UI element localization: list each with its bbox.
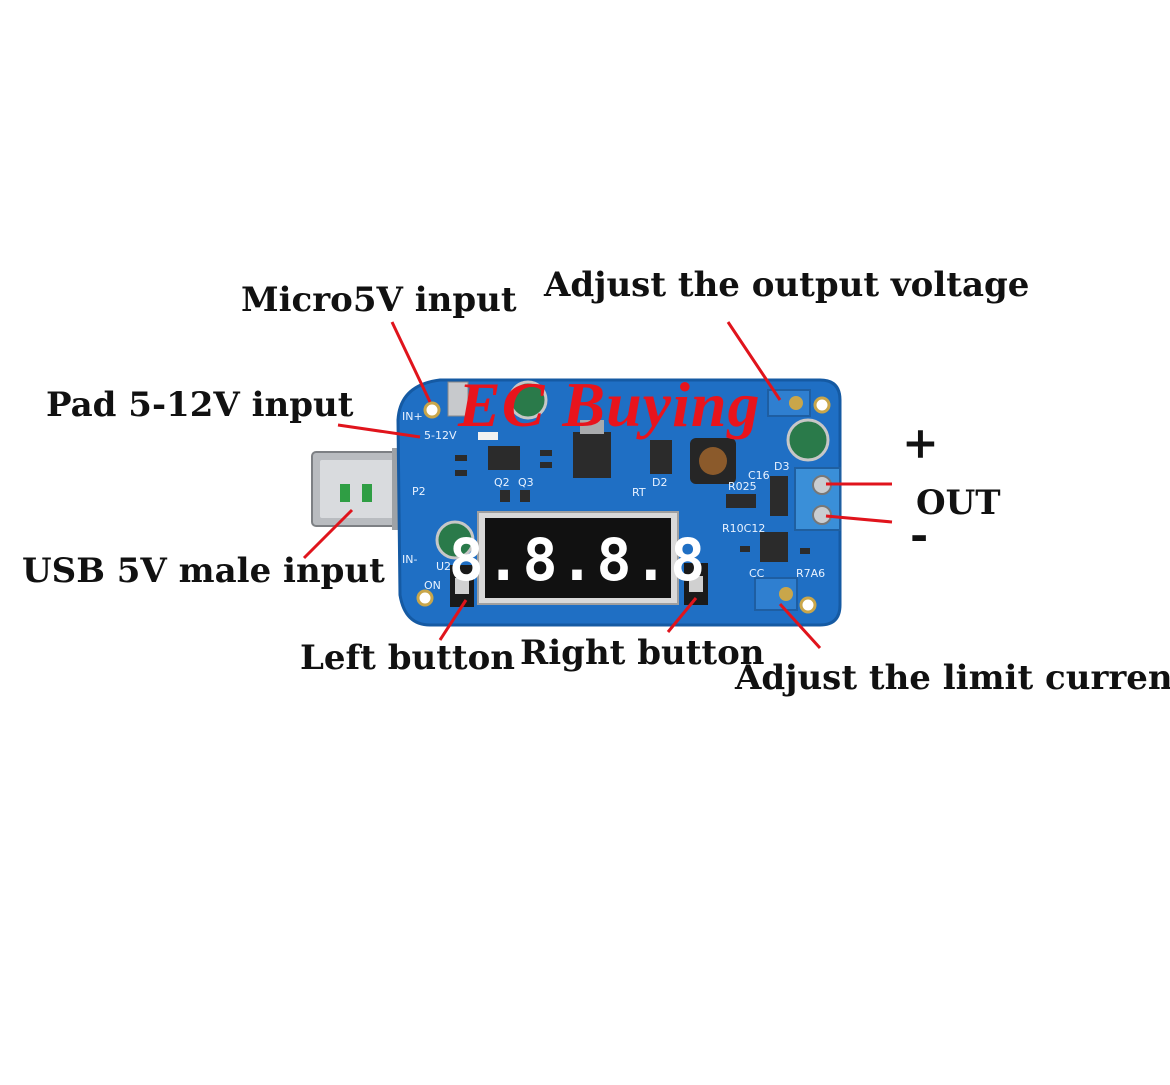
- micro-usb-port: [447, 381, 469, 417]
- silk-r7a6: R7A6: [796, 567, 825, 580]
- arrow-voltage: [726, 321, 782, 401]
- arrow-usb: [302, 508, 354, 560]
- shunt-resistor: [726, 494, 756, 508]
- silk-range: 5-12V: [424, 429, 457, 442]
- arrow-out-minus: [825, 514, 893, 524]
- silk-d2: D2: [652, 476, 667, 489]
- label-plus: +: [902, 418, 939, 469]
- label-adjust-voltage: Adjust the output voltage: [544, 265, 1030, 305]
- capacitor: [786, 418, 830, 462]
- arrow-pad: [337, 423, 421, 439]
- arrow-right-button: [666, 597, 698, 633]
- seven-segment-display: 8.8.8.8: [449, 511, 707, 605]
- label-out: OUT: [916, 483, 1001, 523]
- silk-q2: Q2: [494, 476, 510, 489]
- label-micro-input: Micro5V input: [241, 280, 517, 320]
- silk-q3: Q3: [518, 476, 534, 489]
- watermark: EC Buying: [458, 369, 761, 440]
- label-left-button: Left button: [300, 638, 516, 678]
- smd-led: [478, 432, 498, 440]
- regulator-chip: [573, 432, 611, 478]
- silk-r025: R025: [728, 480, 757, 493]
- silk-u2: U2: [436, 560, 451, 573]
- ic-chip: [760, 532, 788, 562]
- silk-p2: P2: [412, 485, 426, 498]
- arrow-current: [778, 602, 822, 650]
- arrow-left-button: [438, 599, 468, 641]
- label-adjust-current: Adjust the limit current: [735, 658, 1170, 698]
- silk-in-plus: IN+: [402, 410, 423, 423]
- capacitor: [435, 520, 475, 560]
- label-pad-input: Pad 5-12V input: [46, 385, 354, 425]
- label-right-button: Right button: [520, 633, 765, 673]
- ic-chip: [488, 446, 520, 470]
- silk-rt: RT: [632, 486, 646, 499]
- silk-c16: C16: [748, 469, 770, 482]
- label-usb-input: USB 5V male input: [22, 551, 385, 591]
- label-minus: -: [910, 510, 929, 561]
- annotation-arrows: [302, 321, 893, 650]
- silk-r10c12: R10C12: [722, 522, 765, 535]
- silk-d3: D3: [774, 460, 789, 473]
- capacitor: [508, 380, 548, 420]
- mount-hole: [799, 596, 817, 614]
- diode: [650, 440, 672, 474]
- arrow-micro: [390, 321, 432, 403]
- silk-on: ON: [424, 579, 441, 592]
- display-digits: 8.8.8.8: [449, 526, 707, 594]
- silk-in-minus: IN-: [402, 553, 417, 566]
- silk-cc: CC: [749, 567, 765, 580]
- diode: [770, 476, 788, 516]
- mount-hole: [813, 396, 831, 414]
- mount-hole: [416, 589, 434, 607]
- mount-hole: [423, 401, 441, 419]
